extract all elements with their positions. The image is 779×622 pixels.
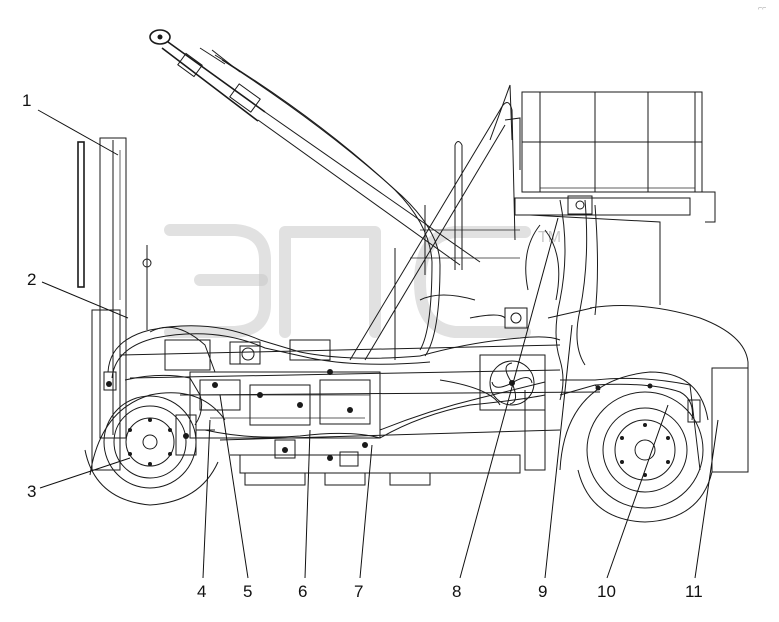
leader-10	[606, 404, 669, 579]
callout-4: 4	[197, 582, 206, 601]
leader-9	[544, 324, 573, 579]
callout-9: 9	[538, 582, 547, 601]
chassis	[119, 344, 701, 486]
leader-2	[41, 281, 129, 319]
wiring-harness	[107, 199, 701, 439]
leader-8	[459, 217, 559, 579]
corner-mark: ⌐⌐	[758, 5, 766, 12]
mast	[77, 137, 152, 471]
leader-4	[202, 419, 211, 579]
callout-1: 1	[22, 91, 31, 110]
rear-wheel	[559, 371, 713, 523]
callout-5: 5	[243, 582, 252, 601]
boom-cylinder	[149, 29, 481, 357]
callout-10: 10	[597, 582, 616, 601]
callout-2: 2	[27, 270, 36, 289]
callout-labels: 1 2 3 4 5 6 7 8 9 10 11	[22, 91, 703, 601]
callout-6: 6	[298, 582, 307, 601]
callout-11: 11	[685, 582, 703, 601]
cab-frame	[349, 84, 521, 361]
callout-leaders	[37, 109, 719, 579]
leader-7	[359, 444, 373, 579]
leader-1	[37, 109, 119, 156]
callout-8: 8	[452, 582, 461, 601]
leader-3	[39, 457, 131, 489]
callout-7: 7	[354, 582, 363, 601]
leader-11	[694, 419, 719, 579]
front-wheel	[84, 392, 226, 506]
engine-assembly	[164, 339, 381, 467]
callout-3: 3	[27, 482, 36, 501]
leader-5	[219, 394, 249, 579]
leader-6	[304, 429, 311, 579]
watermark: ТМ	[164, 224, 561, 338]
rear-body	[529, 214, 749, 473]
roof-railing	[514, 91, 716, 223]
